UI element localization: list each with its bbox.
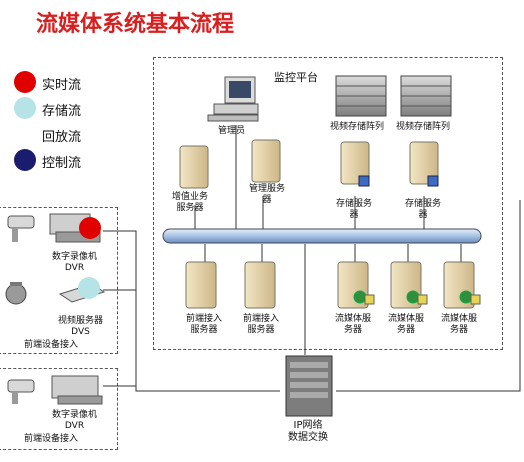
frontend-region-1 — [0, 207, 118, 354]
access-server-label-1: 前端接入服务器 — [186, 314, 223, 335]
storage-indicator — [78, 277, 100, 299]
mgmt-server-icon — [251, 139, 281, 183]
legend-dot-control — [14, 149, 36, 171]
platform-label: 监控平台 — [274, 71, 318, 84]
vas-server-icon — [179, 145, 209, 189]
admin-label: 管理员 — [218, 126, 246, 136]
storage-array-label-1: 视频存储阵列 — [330, 122, 385, 132]
stream-server-label-3: 流媒体服务器 — [441, 314, 478, 335]
storage-array-icon-1 — [335, 75, 387, 117]
storage-server-label-2: 存储服务器 — [405, 199, 442, 220]
dvr-icon-2 — [51, 375, 103, 405]
stream-server-label-1: 流媒体服务器 — [335, 314, 372, 335]
access-server-icon-1 — [185, 261, 217, 309]
legend-label-control: 控制流 — [42, 156, 82, 171]
legend-dot-storage — [14, 97, 36, 119]
storage-server-label-1: 存储服务器 — [336, 199, 373, 220]
camera-icon-2 — [7, 379, 35, 404]
storage-array-label-2: 视频存储阵列 — [396, 122, 451, 132]
legend-label-storage: 存储流 — [42, 104, 82, 119]
storage-server-icon-1 — [340, 141, 370, 185]
network-bus — [162, 228, 482, 244]
storage-array-icon-2 — [400, 75, 452, 117]
legend-dot-realtime — [14, 71, 36, 93]
legend-label-realtime: 实时流 — [42, 78, 82, 93]
camera-icon-1 — [7, 215, 35, 242]
vas-server-label: 增值业务服务器 — [172, 192, 209, 213]
realtime-indicator — [79, 217, 101, 239]
legend: 实时流 存储流 回放流 控制流 — [14, 70, 124, 180]
access-server-label-2: 前端接入服务器 — [243, 314, 280, 335]
access-server-icon-2 — [244, 261, 276, 309]
legend-label-playback: 回放流 — [42, 130, 82, 145]
mgmt-server-label: 管理服务器 — [249, 184, 286, 205]
storage-server-icon-2 — [409, 141, 439, 185]
platform-region — [153, 57, 503, 350]
frontend-region-2 — [0, 368, 118, 450]
stream-server-label-2: 流媒体服务器 — [388, 314, 425, 335]
frontend-label-2: 前端设备接入 — [24, 434, 79, 444]
dome-camera-icon — [5, 282, 27, 305]
switch-label: IP网络数据交换 — [288, 420, 328, 443]
frontend-label-1: 前端设备接入 — [24, 340, 79, 350]
page-title: 流媒体系统基本流程 — [36, 12, 235, 37]
